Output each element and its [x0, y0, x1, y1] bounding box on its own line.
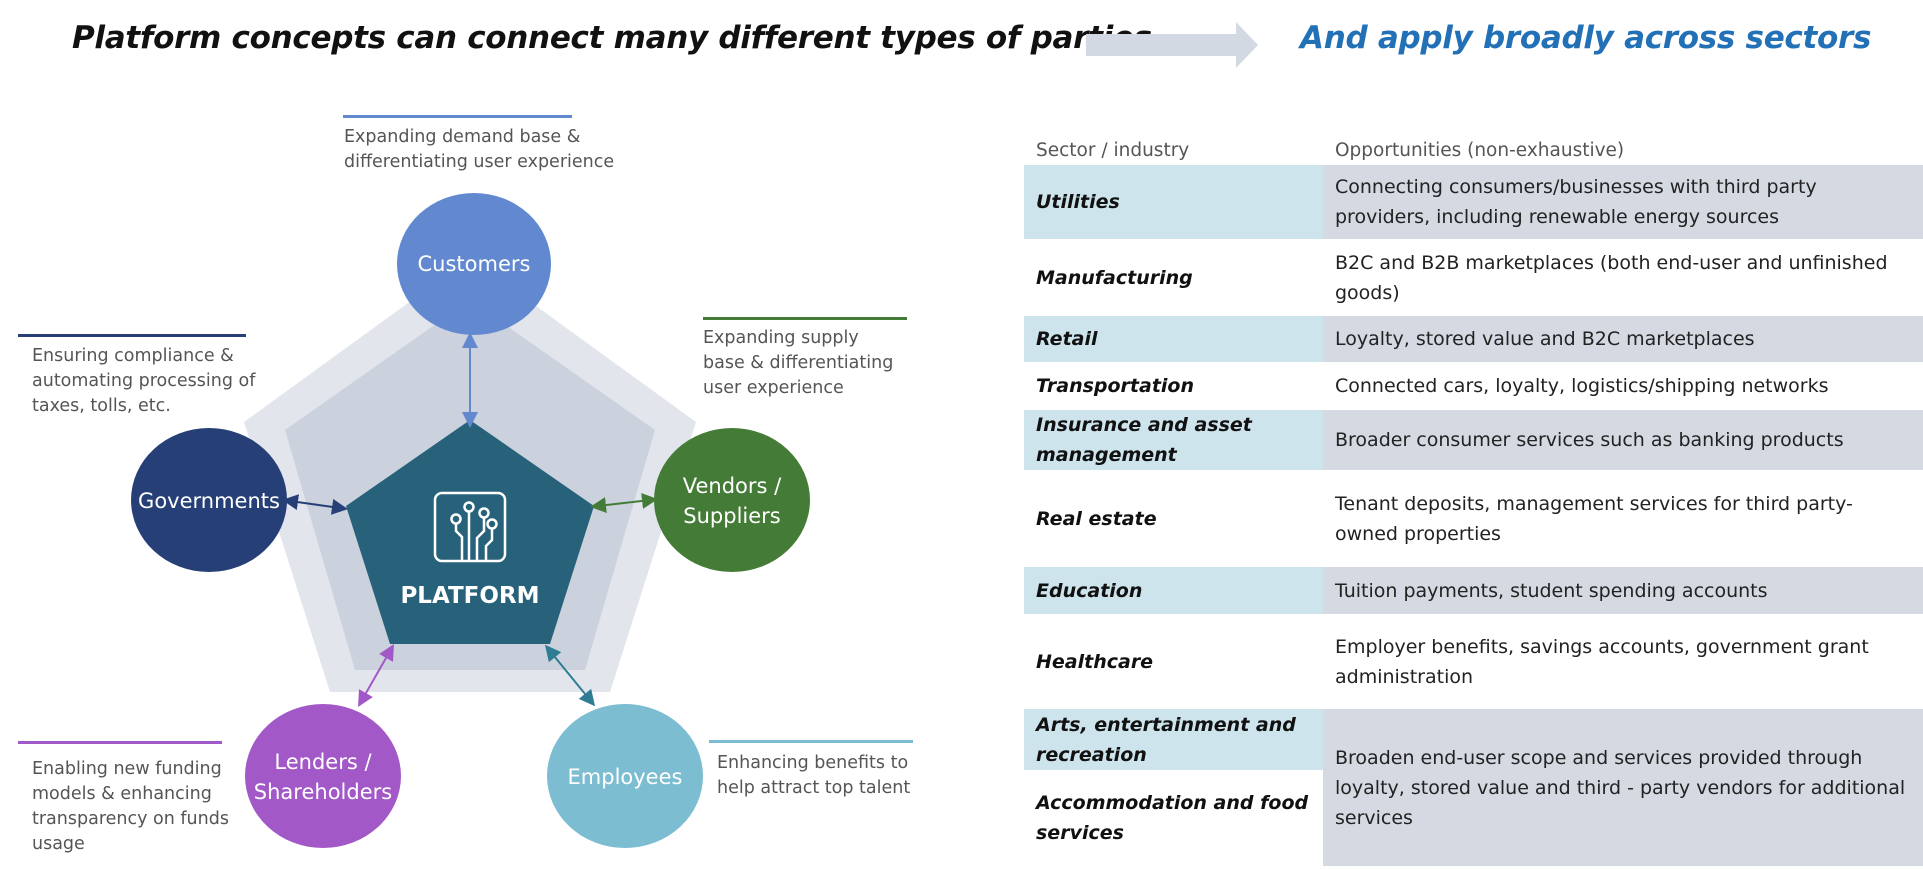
opportunity-cell: Loyalty, stored value and B2C marketplac… — [1323, 316, 1923, 362]
governments-note: Ensuring compliance & automating process… — [32, 346, 256, 416]
sector-cell: Utilities — [1024, 165, 1323, 239]
sector-header: Sector / industry — [1036, 139, 1190, 161]
employees-note-bar — [709, 740, 913, 743]
customers-node — [397, 193, 551, 335]
platform-label: PLATFORM — [400, 583, 540, 609]
merged-row: Arts, entertainment and recreation Accom… — [1024, 709, 1923, 866]
opportunity-cell: Broader consumer services such as bankin… — [1323, 410, 1923, 470]
table-row: Real estate Tenant deposits, management … — [1024, 470, 1923, 567]
opportunities-header: Opportunities (non-exhaustive) — [1335, 139, 1625, 161]
table-row: Education Tuition payments, student spen… — [1024, 567, 1923, 614]
vendors-note-bar — [703, 317, 907, 320]
employees-label: Employees — [567, 765, 683, 789]
sector-cell: Arts, entertainment and recreation — [1024, 709, 1323, 770]
customers-label: Customers — [417, 252, 531, 276]
sector-table: Sector / industry Opportunities (non-exh… — [1024, 135, 1923, 866]
lenders-node — [245, 704, 401, 848]
right-title: And apply broadly across sectors — [1300, 20, 1872, 56]
employees-note: Enhancing benefits to help attract top t… — [717, 753, 911, 798]
vendors-label: Vendors / Suppliers — [682, 474, 782, 528]
lenders-label: Lenders / Shareholders — [253, 750, 393, 804]
sector-cell: Real estate — [1036, 507, 1157, 530]
opportunity-cell: Tuition payments, student spending accou… — [1323, 567, 1923, 614]
sector-cell: Transportation — [1036, 375, 1195, 397]
table-header: Sector / industry Opportunities (non-exh… — [1024, 135, 1923, 165]
lenders-note-bar — [18, 741, 222, 744]
table-row: Insurance and asset management Broader c… — [1024, 410, 1923, 470]
table-row: Retail Loyalty, stored value and B2C mar… — [1024, 316, 1923, 362]
table-row: Healthcare Employer benefits, savings ac… — [1024, 614, 1923, 709]
opportunity-cell: Broaden end-user scope and services prov… — [1323, 709, 1923, 866]
table-row: Utilities Connecting consumers/businesse… — [1024, 165, 1923, 239]
opportunity-cell: Tenant deposits, management services for… — [1335, 492, 1853, 545]
governments-note-bar — [18, 334, 246, 337]
lenders-connector — [358, 644, 394, 707]
employees-connector — [544, 644, 596, 707]
sector-cell: Education — [1024, 567, 1323, 614]
sector-cell: Insurance and asset management — [1024, 410, 1323, 470]
opportunity-cell: B2C and B2B marketplaces (both end-user … — [1335, 251, 1888, 304]
employees-node — [547, 704, 703, 848]
opportunity-cell: Employer benefits, savings accounts, gov… — [1335, 635, 1869, 688]
sector-cell: Retail — [1024, 316, 1323, 362]
opportunity-cell: Connected cars, loyalty, logistics/shipp… — [1335, 375, 1829, 397]
merged-sectors: Arts, entertainment and recreation Accom… — [1024, 709, 1323, 866]
left-title: Platform concepts can connect many diffe… — [72, 20, 1152, 56]
governments-node — [131, 428, 287, 572]
opportunity-cell: Connecting consumers/businesses with thi… — [1323, 165, 1923, 239]
customers-note-bar — [343, 115, 572, 118]
sector-cell: Accommodation and food services — [1036, 792, 1309, 844]
vendors-note: Expanding supply base & differentiating … — [703, 328, 894, 398]
vendors-node — [654, 428, 810, 572]
platform-diagram — [131, 193, 810, 848]
table-row: Manufacturing B2C and B2B marketplaces (… — [1024, 239, 1923, 316]
circuit-icon — [433, 491, 507, 563]
lenders-note: Enabling new funding models & enhancing … — [32, 759, 229, 854]
sector-cell: Healthcare — [1036, 650, 1154, 673]
governments-connector — [282, 494, 348, 515]
table-row: Transportation Connected cars, loyalty, … — [1024, 362, 1923, 410]
right-arrow-icon — [1086, 22, 1258, 68]
sector-cell: Manufacturing — [1036, 266, 1193, 289]
vendors-connector — [590, 492, 658, 514]
governments-label: Governments — [138, 489, 280, 513]
customers-note: Expanding demand base & differentiating … — [344, 127, 615, 172]
